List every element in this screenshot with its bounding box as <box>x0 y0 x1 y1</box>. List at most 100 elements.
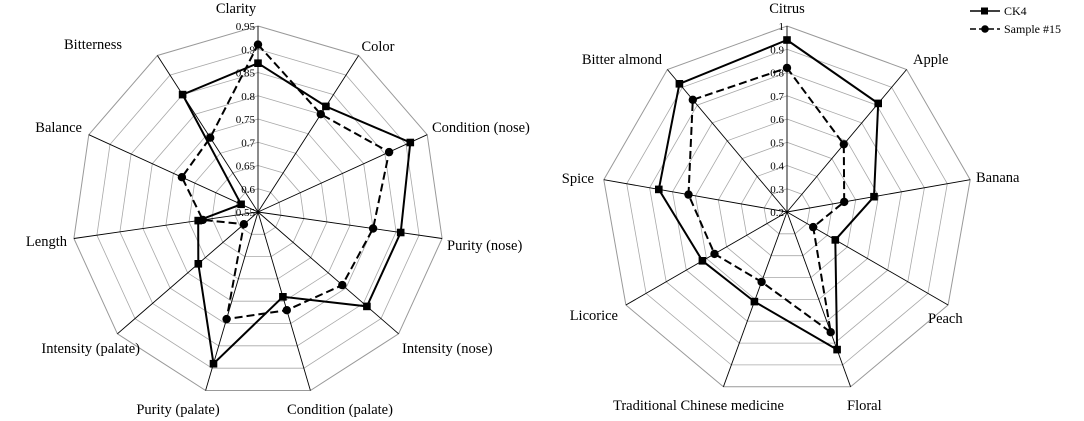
point-sample-15-citrus <box>782 63 792 73</box>
axis-spoke-condition-palate <box>257 211 311 391</box>
axis-spoke-balance <box>88 134 259 213</box>
axis-label-peach: Peach <box>928 311 963 327</box>
tick-label: 0.5 <box>770 137 784 149</box>
point-sample-15-licorice <box>710 249 719 259</box>
grid-ring <box>717 141 857 278</box>
point-ck4-bitterness <box>178 90 187 99</box>
axis-label-floral: Floral <box>847 398 882 414</box>
tick-label: 0.6 <box>770 114 784 126</box>
series-line-sample-15 <box>687 66 846 335</box>
grid-ring <box>211 165 305 258</box>
tick-label: 1 <box>779 21 785 33</box>
point-ck4-peach <box>831 236 840 244</box>
point-sample-15-bitter-almond <box>688 95 697 105</box>
legend: CK4 Sample #15 <box>970 4 1061 36</box>
tick-label: 0.65 <box>236 161 256 173</box>
axis-label-purity-nose: Purity (nose) <box>447 238 522 254</box>
axis-label-banana: Banana <box>976 170 1020 186</box>
point-sample-15-purity-nose <box>368 224 378 233</box>
point-sample-15-intensity-palate <box>239 220 249 229</box>
axis-label-condition-nose: Condition (nose) <box>432 120 530 136</box>
tick-label: 0.95 <box>236 21 256 33</box>
tick-label: 0.9 <box>770 44 784 56</box>
axis-spoke-spice <box>603 179 788 213</box>
axis-spoke-floral <box>786 211 852 387</box>
grid-ring <box>740 165 834 257</box>
tick-label: 0.7 <box>241 137 255 149</box>
point-sample-15-apple <box>839 140 848 149</box>
point-ck4-licorice <box>698 257 707 265</box>
point-ck4-clarity <box>254 59 262 67</box>
point-sample-15-banana <box>840 197 849 207</box>
tick-label: 0.4 <box>770 161 784 173</box>
grid-ring <box>649 72 925 344</box>
point-sample-15-condition-nose <box>384 147 394 157</box>
point-ck4-length <box>194 216 202 225</box>
axis-label-intensity-nose: Intensity (nose) <box>402 341 493 357</box>
tick-label: 0.8 <box>770 68 784 80</box>
point-sample-15-bitterness <box>206 133 215 142</box>
grid-ring <box>165 118 351 302</box>
grid-ring <box>603 25 971 388</box>
point-sample-15-balance <box>177 173 187 182</box>
tick-label: 0.55 <box>236 207 256 219</box>
point-ck4-floral <box>833 345 841 354</box>
axis-label-spice: Spice <box>562 171 594 187</box>
point-ck4-intensity-nose <box>363 302 371 311</box>
grid-ring <box>763 188 811 235</box>
axis-label-bitterness: Bitterness <box>64 37 122 53</box>
tick-label: 0.8 <box>241 91 255 103</box>
axis-spoke-bitterness <box>157 55 259 213</box>
point-sample-15-clarity <box>253 40 263 49</box>
point-ck4-bitter-almond <box>675 80 684 88</box>
axis-spoke-apple <box>786 69 907 213</box>
grid-ring <box>73 25 443 391</box>
grid-ring <box>626 48 948 366</box>
axis-label-licorice: Licorice <box>570 308 618 324</box>
radar-chart-wine-quality: 0.550.60.650.70.750.80.850.90.95ClarityC… <box>26 1 530 418</box>
axis-spoke-purity-nose <box>257 211 443 239</box>
series-line-sample-15 <box>180 42 391 321</box>
point-ck4-balance <box>237 200 245 209</box>
point-sample-15-spice <box>684 190 693 199</box>
legend-ck4-marker <box>981 7 988 15</box>
tick-label: 0.6 <box>241 184 255 196</box>
point-ck4-banana <box>870 192 878 201</box>
tick-label: 0.9 <box>241 44 255 56</box>
point-ck4-condition-palate <box>279 293 287 301</box>
point-sample-15-condition-palate <box>282 306 291 315</box>
radar-chart-aroma: 0.20.30.40.50.60.70.80.91CitrusAppleBana… <box>562 1 1020 414</box>
axis-spoke-color <box>257 55 359 213</box>
grid-ring <box>142 95 374 324</box>
grid-ring <box>188 141 328 280</box>
series-line-ck4 <box>181 62 412 366</box>
axis-label-intensity-palate: Intensity (palate) <box>41 341 140 357</box>
point-ck4-condition-nose <box>406 138 415 147</box>
axis-spoke-condition-nose <box>257 134 428 213</box>
axis-label-purity-palate: Purity (palate) <box>136 402 220 418</box>
tick-label: 0.7 <box>770 91 784 103</box>
legend-sample15-marker <box>981 25 989 33</box>
point-ck4-spice <box>655 185 663 194</box>
point-sample-15-intensity-nose <box>338 280 347 290</box>
axis-label-balance: Balance <box>35 120 82 136</box>
point-sample-15-color <box>316 110 325 119</box>
axis-label-apple: Apple <box>913 52 948 68</box>
axis-spoke-banana <box>786 179 971 213</box>
tick-label: 0.75 <box>236 114 256 126</box>
point-sample-15-purity-palate <box>222 314 231 324</box>
axis-spoke-length <box>73 211 259 239</box>
legend-sample15-label: Sample #15 <box>1004 22 1061 36</box>
series-line-ck4 <box>657 38 880 352</box>
point-ck4-purity-nose <box>396 228 405 237</box>
point-ck4-purity-palate <box>209 359 218 368</box>
point-sample-15-traditional-chinese-medicine <box>757 277 766 287</box>
axis-label-bitter-almond: Bitter almond <box>582 52 663 68</box>
grid-ring <box>96 48 420 369</box>
axis-label-condition-palate: Condition (palate) <box>287 402 393 418</box>
point-ck4-intensity-palate <box>194 260 203 268</box>
tick-label: 0.3 <box>770 184 784 196</box>
axis-label-length: Length <box>26 234 68 250</box>
axis-label-citrus: Citrus <box>769 1 805 17</box>
